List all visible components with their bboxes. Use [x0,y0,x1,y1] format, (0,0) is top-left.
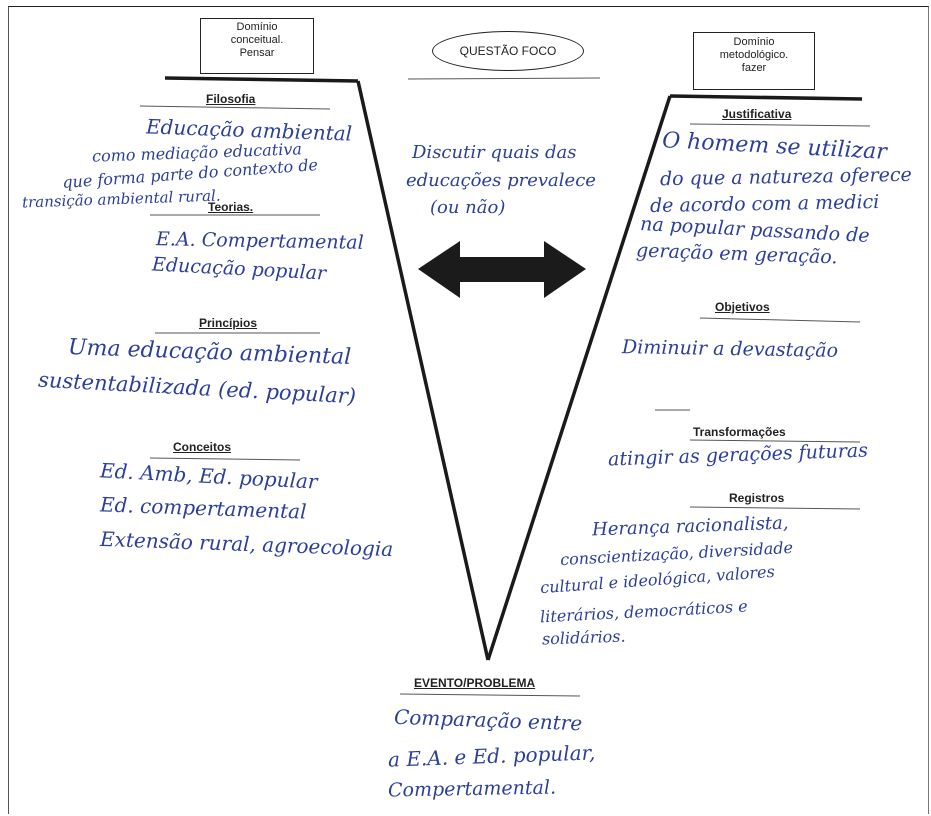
teorias-text-1: E.A. Compertamental [155,228,364,254]
double-arrow [418,241,586,298]
underlines [139,77,871,697]
registros-heading: Registros [729,491,785,505]
justificativa-heading: Justificativa [722,107,792,121]
justificativa-text-3: de acordo com a medici [649,191,880,217]
transformacoes-heading: Transformações [693,425,786,439]
left-domain-line1: Domínio [236,21,278,33]
focus-answer-line3: (ou não) [430,197,506,218]
justificativa-text-2: do que a natureza oferece [659,163,912,191]
focus-question-oval: QUESTÃO FOCO [432,31,584,71]
teorias-heading: Teorias. [208,200,254,214]
focus-answer-line2: educações prevalece [406,170,596,191]
objetivos-heading: Objetivos [715,300,770,314]
evento-problema-heading: EVENTO/PROBLEMA [414,676,536,690]
conceitos-heading: Conceitos [173,440,232,454]
right-domain-line2: metodológico. [719,49,789,61]
registros-text-5: solidários. [541,626,626,649]
right-domain-line1: Domínio [733,36,775,48]
left-domain-line2: conceitual. [230,34,284,46]
focus-answer-line1: Discutir quais das [412,142,577,163]
page-frame [8,6,929,814]
evento-text-3: Compertamental. [387,776,557,802]
v-shape [164,76,863,661]
left-domain-box: Domínio conceitual. Pensar [200,18,314,74]
principios-heading: Princípios [199,316,258,330]
filosofia-heading: Filosofia [206,92,256,106]
focus-question-label: QUESTÃO FOCO [459,44,557,58]
left-domain-line3: Pensar [239,47,275,59]
right-domain-line3: fazer [741,62,767,74]
objetivos-text-1: Diminuir a devastação [621,336,839,362]
right-domain-box: Domínio metodológico. fazer [693,32,815,90]
